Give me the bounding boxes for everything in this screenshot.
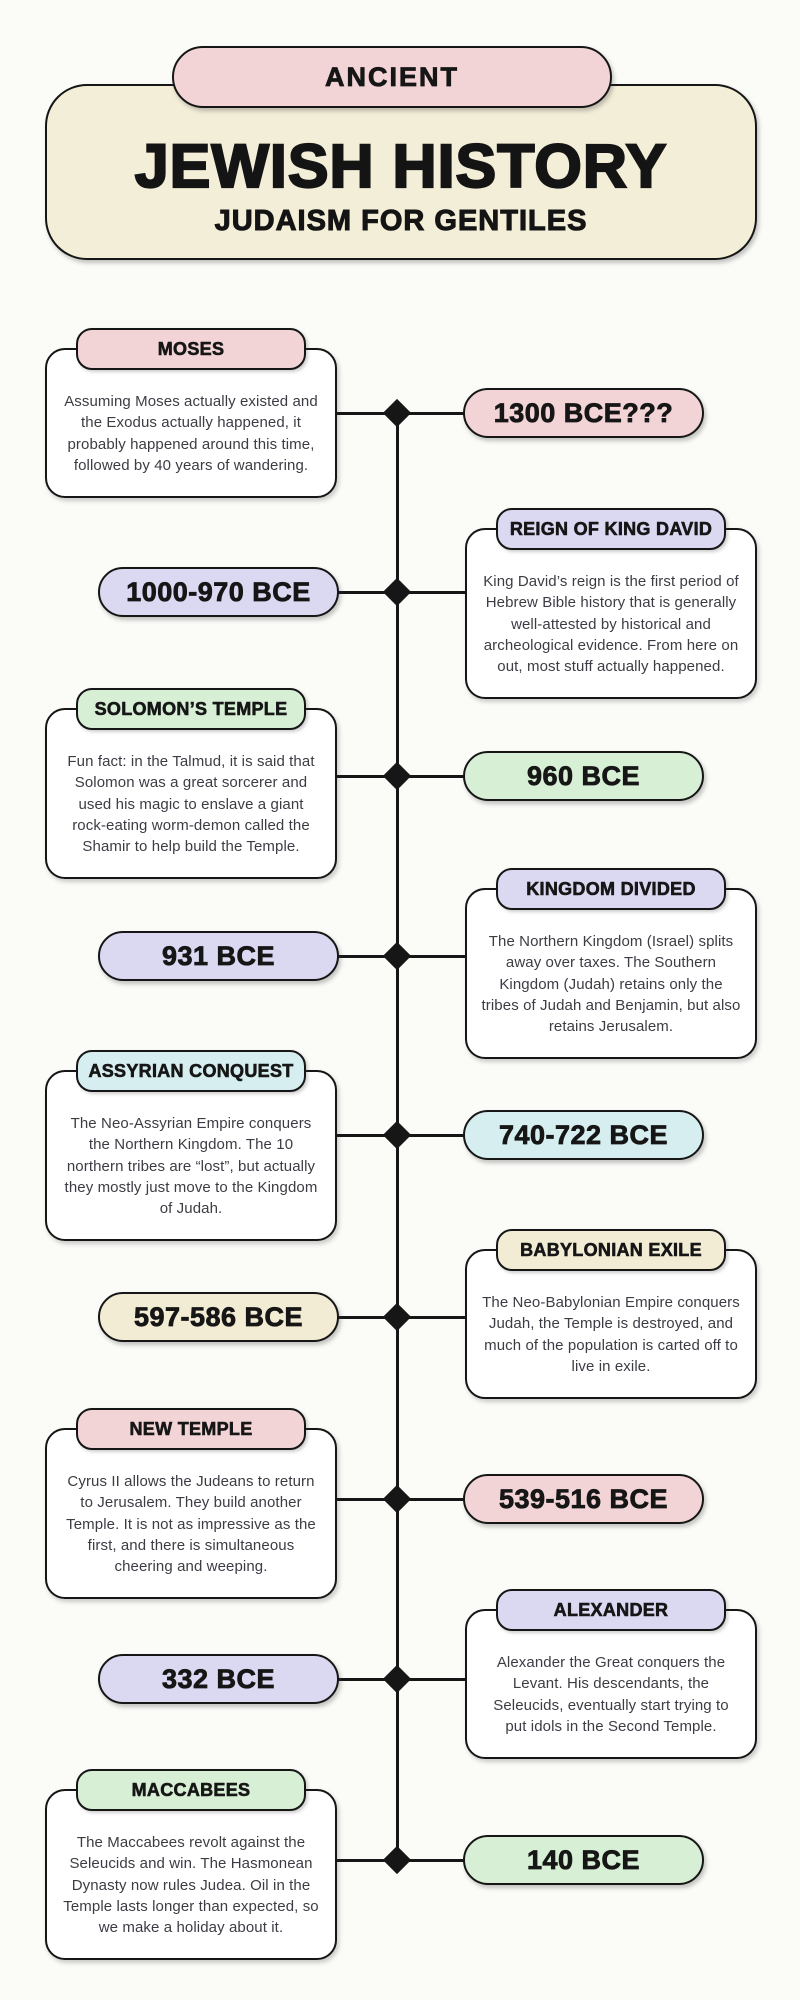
date-pill: 140 BCE — [463, 1835, 704, 1885]
event-description: The Northern Kingdom (Israel) splits awa… — [481, 933, 741, 1036]
event-title: REIGN OF KING DAVID — [509, 518, 713, 539]
date-pill: 740-722 BCE — [463, 1110, 704, 1160]
event-title-pill: SOLOMON’S TEMPLE — [76, 688, 306, 730]
event-title: MACCABEES — [131, 1779, 251, 1800]
event-description: Cyrus II allows the Judeans to return to… — [66, 1473, 316, 1576]
event-description: The Neo-Babylonian Empire conquers Judah… — [482, 1294, 740, 1375]
date-label: 1000-970 BCE — [126, 576, 311, 607]
diamond-marker-icon — [382, 1484, 412, 1514]
event-title-pill: REIGN OF KING DAVID — [496, 508, 726, 550]
event-title-pill: MACCABEES — [76, 1769, 306, 1811]
event-card: REIGN OF KING DAVID King David’s reign i… — [465, 508, 757, 700]
event-card: SOLOMON’S TEMPLE Fun fact: in the Talmud… — [45, 688, 337, 880]
date-label: 1300 BCE??? — [493, 397, 674, 428]
date-label: 960 BCE — [526, 760, 641, 791]
header-box: JEWISH HISTORY JUDAISM FOR GENTILES — [45, 84, 757, 260]
event-title-pill: BABYLONIAN EXILE — [496, 1229, 726, 1271]
diamond-marker-icon — [382, 398, 412, 428]
event-card: BABYLONIAN EXILE The Neo-Babylonian Empi… — [465, 1229, 757, 1400]
page-subtitle: JUDAISM FOR GENTILES — [214, 205, 588, 237]
event-card: ALEXANDER Alexander the Great conquers t… — [465, 1589, 757, 1760]
date-label: 931 BCE — [161, 940, 276, 971]
event-title-pill: MOSES — [76, 328, 306, 370]
event-description: Fun fact: in the Talmud, it is said that… — [67, 753, 315, 856]
event-title: ALEXANDER — [553, 1599, 669, 1620]
event-title: KINGDOM DIVIDED — [526, 878, 696, 899]
diamond-marker-icon — [382, 1664, 412, 1694]
event-description: The Maccabees revolt against the Seleuci… — [63, 1834, 319, 1937]
event-card: MOSES Assuming Moses actually existed an… — [45, 328, 337, 499]
date-label: 332 BCE — [161, 1663, 276, 1694]
diamond-marker-icon — [382, 1120, 412, 1150]
diamond-marker-icon — [382, 1302, 412, 1332]
event-title-pill: ALEXANDER — [496, 1589, 726, 1631]
date-pill: 1000-970 BCE — [98, 567, 339, 617]
date-label: 140 BCE — [526, 1844, 641, 1875]
event-title: ASSYRIAN CONQUEST — [88, 1060, 294, 1081]
date-label: 539-516 BCE — [498, 1483, 669, 1514]
page-title: JEWISH HISTORY — [134, 132, 668, 200]
event-description: The Neo-Assyrian Empire conquers the Nor… — [64, 1115, 318, 1218]
event-description: Alexander the Great conquers the Levant.… — [493, 1654, 729, 1735]
diamond-marker-icon — [382, 941, 412, 971]
header-badge: ANCIENT — [172, 46, 612, 108]
date-label: 597-586 BCE — [133, 1301, 304, 1332]
event-card: ASSYRIAN CONQUEST The Neo-Assyrian Empir… — [45, 1050, 337, 1242]
event-title: MOSES — [157, 338, 225, 359]
event-title: BABYLONIAN EXILE — [520, 1239, 702, 1260]
event-title-pill: KINGDOM DIVIDED — [496, 868, 726, 910]
date-label: 740-722 BCE — [498, 1119, 669, 1150]
diamond-marker-icon — [382, 1845, 412, 1875]
event-title: NEW TEMPLE — [129, 1418, 253, 1439]
event-description: Assuming Moses actually existed and the … — [64, 393, 318, 474]
event-card: MACCABEES The Maccabees revolt against t… — [45, 1769, 337, 1961]
date-pill: 931 BCE — [98, 931, 339, 981]
diamond-marker-icon — [382, 577, 412, 607]
date-pill: 597-586 BCE — [98, 1292, 339, 1342]
event-title-pill: ASSYRIAN CONQUEST — [76, 1050, 306, 1092]
event-title: SOLOMON’S TEMPLE — [94, 698, 288, 719]
event-description: King David’s reign is the first period o… — [483, 573, 739, 676]
date-pill: 539-516 BCE — [463, 1474, 704, 1524]
diamond-marker-icon — [382, 761, 412, 791]
event-card: NEW TEMPLE Cyrus II allows the Judeans t… — [45, 1408, 337, 1600]
event-card: KINGDOM DIVIDED The Northern Kingdom (Is… — [465, 868, 757, 1060]
header-badge-label: ANCIENT — [325, 61, 459, 92]
date-pill: 332 BCE — [98, 1654, 339, 1704]
date-pill: 1300 BCE??? — [463, 388, 704, 438]
event-title-pill: NEW TEMPLE — [76, 1408, 306, 1450]
date-pill: 960 BCE — [463, 751, 704, 801]
